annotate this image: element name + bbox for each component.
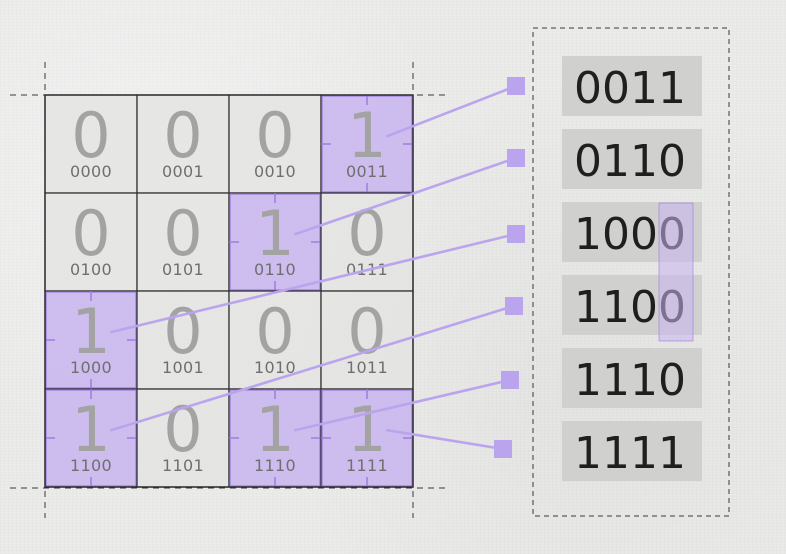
- list-item-label: 1111: [574, 428, 686, 479]
- cell-code: 1000: [70, 358, 112, 377]
- cell-code: 0001: [162, 162, 204, 181]
- grid-cell-box: [44, 192, 138, 292]
- list-item-label: 0110: [574, 136, 686, 187]
- cell-highlight-border: [321, 389, 413, 487]
- cell-code: 1011: [346, 358, 388, 377]
- cell-highlight-border: [45, 389, 137, 487]
- cell-code: 0010: [254, 162, 296, 181]
- cell-highlight-border: [229, 389, 321, 487]
- cell-code: 0101: [162, 260, 204, 279]
- cell-value: 0: [255, 99, 294, 172]
- cell-value: 1: [71, 295, 110, 368]
- connector-line: [385, 428, 505, 451]
- list-item-label: 0011: [574, 63, 686, 114]
- cell-highlight-border: [321, 95, 413, 193]
- cell-highlight-border: [229, 193, 321, 291]
- connectors: [109, 77, 525, 458]
- cell-code: 1010: [254, 358, 296, 377]
- cell-value: 0: [71, 197, 110, 270]
- bit-column-highlight: [658, 202, 694, 342]
- cell-highlight-border: [45, 291, 137, 389]
- cell-code: 0100: [70, 260, 112, 279]
- connector-line: [293, 156, 518, 236]
- cell-value: 0: [163, 197, 202, 270]
- cell-value: 0: [71, 99, 110, 172]
- list-item-box: [562, 129, 702, 189]
- cell-code: 1001: [162, 358, 204, 377]
- list-item: 0110: [562, 129, 702, 189]
- cell-value: 0: [255, 295, 294, 368]
- cell-value: 1: [255, 197, 294, 270]
- cell-value: 0: [163, 295, 202, 368]
- cell-code: 1100: [70, 456, 112, 475]
- cell-value: 1: [347, 99, 386, 172]
- connector-line: [293, 378, 512, 432]
- truth-grid: 0000000001000101001100100001011011000111…: [44, 94, 414, 488]
- connector-line: [109, 232, 518, 334]
- grid-border: [44, 94, 414, 488]
- connector-square: [494, 440, 512, 458]
- list-item-box: [562, 421, 702, 481]
- cell-code: 1110: [254, 456, 296, 475]
- cell-value: 0: [163, 99, 202, 172]
- cell-code: 1111: [346, 456, 388, 475]
- list-item-box: [562, 56, 702, 116]
- list-item-box: [562, 348, 702, 408]
- grid-cell-box: [44, 290, 138, 390]
- list-item: 0011: [562, 56, 702, 116]
- connector-line: [109, 304, 516, 432]
- cell-code: 1101: [162, 456, 204, 475]
- connector-square: [507, 225, 525, 243]
- connector-square: [505, 297, 523, 315]
- connector-square: [501, 371, 519, 389]
- connector-line: [385, 84, 518, 138]
- grid-cell-box: [320, 192, 414, 292]
- grid-cell-box: [228, 290, 322, 390]
- cell-code: 0011: [346, 162, 388, 181]
- cell-value: 1: [347, 393, 386, 466]
- list-item: 1111: [562, 421, 702, 481]
- connector-square: [507, 77, 525, 95]
- list-item: 1110: [562, 348, 702, 408]
- grid-cell-box: [136, 192, 230, 292]
- cell-code: 0110: [254, 260, 296, 279]
- connector-square: [507, 149, 525, 167]
- list-item-label: 1110: [574, 355, 686, 406]
- cell-code: 0000: [70, 162, 112, 181]
- cell-value: 1: [71, 393, 110, 466]
- cell-value: 1: [255, 393, 294, 466]
- grid-cell-box: [320, 290, 414, 390]
